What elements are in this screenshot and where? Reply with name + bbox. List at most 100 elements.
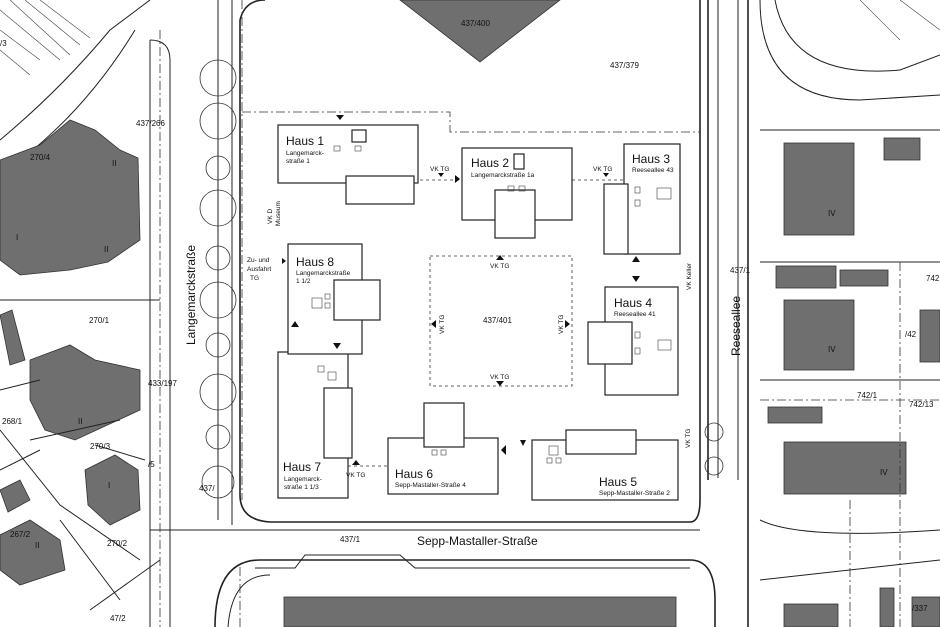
house-2[interactable] [461, 147, 573, 239]
floors-label: II [35, 541, 39, 550]
building-east-6 [919, 309, 940, 363]
house-4-address: Reeseallee 41 [614, 311, 656, 318]
building-270-4 [0, 119, 141, 276]
annotation-labels: VK TG VK TG VK TG VK TG VK TG VK TG VK T… [247, 166, 693, 479]
house-6-address: Sepp-Mastaller-Straße 4 [395, 482, 466, 489]
building-w5 [0, 519, 66, 586]
parcel-label: /337 [912, 604, 928, 613]
tree-icon [199, 102, 237, 140]
reeseallee: Reeseallee [704, 0, 749, 627]
house-6-label: Haus 6 [395, 467, 433, 481]
building-south [283, 596, 677, 627]
parcel-label: 270/1 [89, 316, 110, 325]
floors-label: II [112, 159, 116, 168]
vk-tg-label: VK TG [346, 472, 365, 479]
house-2-label: Haus 2 [471, 156, 509, 170]
floors-label: II [78, 417, 82, 426]
house-1[interactable] [277, 124, 419, 205]
building-437-400 [399, 0, 561, 63]
sepp-mastaller-strasse: Sepp-Mastaller-Straße [150, 529, 716, 627]
vk-tg-label: VK TG [490, 374, 509, 381]
floors-label: I [108, 481, 110, 490]
parcel-label: /3 [0, 39, 7, 48]
house-3-label: Haus 3 [632, 152, 670, 166]
house-7-label: Haus 7 [283, 460, 321, 474]
vk-tg-label: VK TG [593, 166, 612, 173]
tree-icon [205, 245, 231, 271]
zu-ausfahrt-label: TG [250, 275, 259, 282]
west-area [0, 0, 171, 627]
parcel-label: 433/197 [148, 379, 177, 388]
house-8-address: 1 1/2 [296, 278, 311, 285]
house-7[interactable] [277, 351, 353, 499]
building-east-2 [883, 137, 921, 161]
floors-label: I [16, 233, 18, 242]
parcel-label: 437/1 [340, 535, 361, 544]
building-east-10 [879, 587, 895, 627]
parcel-label: 270/3 [90, 442, 111, 451]
vk-tg-label: VK TG [490, 263, 509, 270]
parcel-label: 742/1 [857, 391, 878, 400]
street-label-reeseallee: Reeseallee [729, 296, 743, 356]
north-area [242, 0, 700, 133]
vk-keller-label: VK Keller [686, 262, 693, 290]
parcel-label: 437/379 [610, 61, 639, 70]
parcel-label: /5 [148, 460, 155, 469]
house-4-label: Haus 4 [614, 296, 652, 310]
tree-icon [199, 373, 237, 411]
zu-ausfahrt-label: Zu- und [247, 257, 270, 264]
parcel-label: 437/1 [730, 266, 751, 275]
street-label-langemarck: Langemarckstraße [184, 245, 198, 345]
house-7-address: straße 1 1/3 [284, 484, 319, 491]
building-w4 [0, 479, 31, 513]
house-4[interactable] [587, 286, 679, 396]
house-6[interactable] [387, 402, 499, 495]
house-labels: Haus 1 Langemarck- straße 1 Haus 2 Lange… [283, 134, 674, 497]
vk-tg-label: VK TG [430, 166, 449, 173]
house-7-address: Langemarck- [284, 476, 322, 483]
tree-icon [199, 59, 237, 97]
building-east-7 [767, 406, 823, 424]
floors-label: IV [828, 209, 836, 218]
building-east-5 [783, 299, 855, 371]
langemarckstrasse: Langemarckstraße [184, 0, 701, 525]
parcel-label: /42 [905, 330, 917, 339]
tree-icon [704, 422, 724, 442]
building-east-11 [911, 596, 940, 627]
parcel-label: 437/ [199, 484, 215, 493]
building-east-8 [783, 441, 907, 495]
tree-icon [201, 465, 235, 499]
house-1-label: Haus 1 [286, 134, 324, 148]
house-5-address: Sepp-Mastaller-Straße 2 [599, 490, 670, 497]
tree-icon [199, 281, 237, 319]
vk-d-label: VK D [267, 209, 274, 224]
street-trees [199, 59, 237, 499]
house-3[interactable] [603, 143, 681, 255]
tree-icon [704, 456, 724, 476]
vk-tg-label: VK TG [558, 315, 565, 334]
parcel-label: 437/400 [461, 19, 490, 28]
floors-label: IV [880, 468, 888, 477]
building-w3 [84, 454, 141, 526]
building-east-4 [839, 269, 889, 287]
site-interior [348, 179, 624, 467]
house-5[interactable] [531, 429, 679, 501]
house-8-address: Langemarckstraße [296, 270, 351, 277]
building-w2 [29, 344, 141, 441]
tree-icon [199, 189, 237, 227]
museum-label: Museum [275, 201, 282, 226]
street-label-sepp-mastaller: Sepp-Mastaller-Straße [417, 534, 538, 548]
building-w1 [0, 309, 26, 366]
vk-tg-label: VK TG [685, 429, 692, 448]
parcel-label: 742 [926, 274, 940, 283]
house-1-address: straße 1 [286, 158, 310, 165]
house-8[interactable] [287, 243, 381, 355]
house-8-label: Haus 8 [296, 255, 334, 269]
building-east-9 [783, 603, 839, 627]
house-1-address: Langemarck- [286, 150, 324, 157]
parcel-label: 268/1 [2, 417, 23, 426]
access-arrows [282, 115, 640, 465]
parcel-labels: 437/400 437/379 437/266 270/4 II I II 27… [0, 19, 940, 623]
tg-courtyard [429, 255, 573, 387]
